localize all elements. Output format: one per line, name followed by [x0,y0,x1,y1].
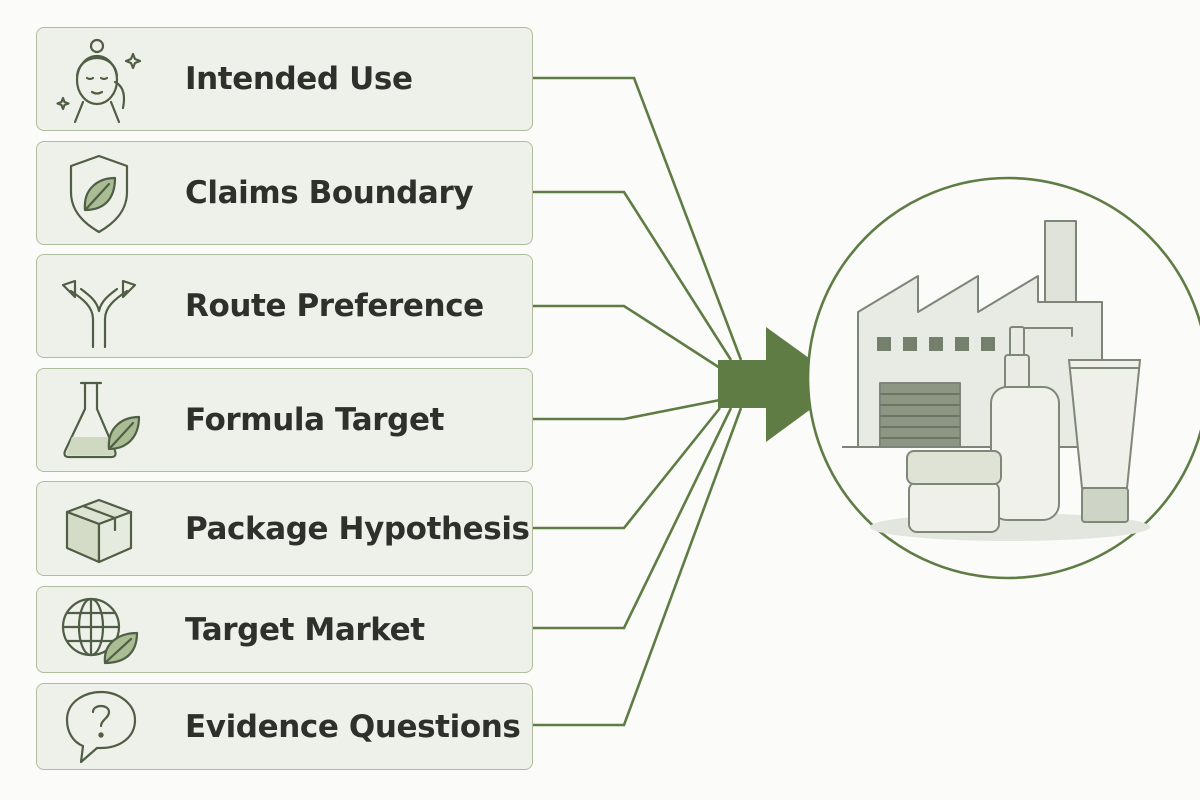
connector-line [533,407,722,530]
input-label: Package Hypothesis [185,510,530,547]
flow-arrow [718,327,845,442]
face-care-icon [56,38,142,124]
pump-bottle-icon [990,326,1073,521]
input-card-claims-boundary: Claims Boundary [36,141,533,245]
input-label: Route Preference [185,288,484,324]
input-label: Target Market [185,611,425,648]
flask-leaf-icon [63,381,141,459]
input-label: Evidence Questions [185,708,521,745]
split-arrows-icon [61,279,137,349]
shield-leaf-icon [69,154,129,234]
connector-line [533,407,733,630]
input-card-formula-target: Formula Target [36,368,533,472]
connector-line [533,407,743,727]
connector-line [533,398,721,421]
box-icon [65,498,133,563]
connector-line [533,304,721,370]
input-card-package-hypothesis: Package Hypothesis [36,481,533,576]
input-label: Claims Boundary [185,175,474,211]
globe-leaf-icon [61,597,139,664]
connector-lines [533,76,743,727]
input-label: Intended Use [185,61,413,97]
input-card-evidence-questions: Evidence Questions [36,683,533,770]
factory-cosmetics-icon [806,176,1200,580]
input-card-target-market: Target Market [36,586,533,673]
jar-icon [906,450,1002,533]
tube-icon [1067,359,1142,523]
connector-line [533,190,733,361]
input-card-intended-use: Intended Use [36,27,533,131]
input-card-route-preference: Route Preference [36,254,533,358]
input-label: Formula Target [185,402,445,438]
connector-line [533,76,743,361]
question-bubble-icon [65,690,137,763]
